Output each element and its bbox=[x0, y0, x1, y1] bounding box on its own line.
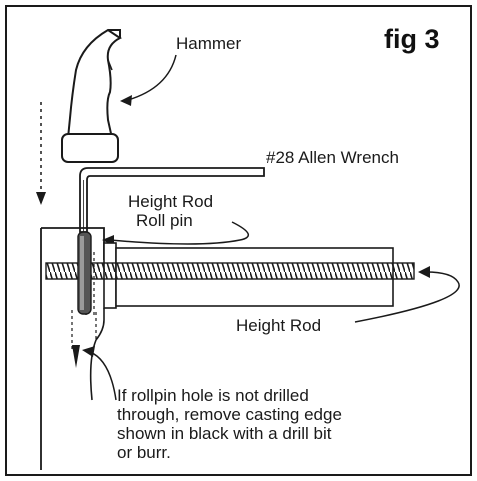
hammer-icon bbox=[61, 28, 122, 163]
rollpin-note: If rollpin hole is not drilled through, … bbox=[117, 386, 342, 462]
roll-pin-label-line2: Roll pin bbox=[136, 211, 193, 230]
note-line: or burr. bbox=[117, 443, 171, 462]
height-rod-leader bbox=[354, 271, 460, 323]
note-line: through, remove casting edge bbox=[117, 405, 342, 424]
note-leader bbox=[89, 351, 117, 401]
allen-wrench-icon bbox=[79, 167, 265, 233]
note-line: shown in black with a drill bit bbox=[117, 424, 332, 443]
roll-pin-icon bbox=[77, 231, 92, 315]
threaded-rod-icon bbox=[45, 262, 415, 280]
figure-border bbox=[5, 5, 472, 476]
roll-pin-label-line1: Height Rod bbox=[128, 192, 214, 211]
hammer-label: Hammer bbox=[176, 34, 242, 53]
hammer-leader bbox=[127, 54, 177, 101]
allen-wrench-label: #28 Allen Wrench bbox=[266, 148, 399, 167]
roll-pin-leader bbox=[109, 221, 249, 245]
height-rod-label: Height Rod bbox=[236, 316, 322, 335]
motion-arrowhead-icon bbox=[36, 192, 46, 205]
note-line: If rollpin hole is not drilled bbox=[117, 386, 309, 405]
figure-label: fig 3 bbox=[384, 24, 440, 54]
